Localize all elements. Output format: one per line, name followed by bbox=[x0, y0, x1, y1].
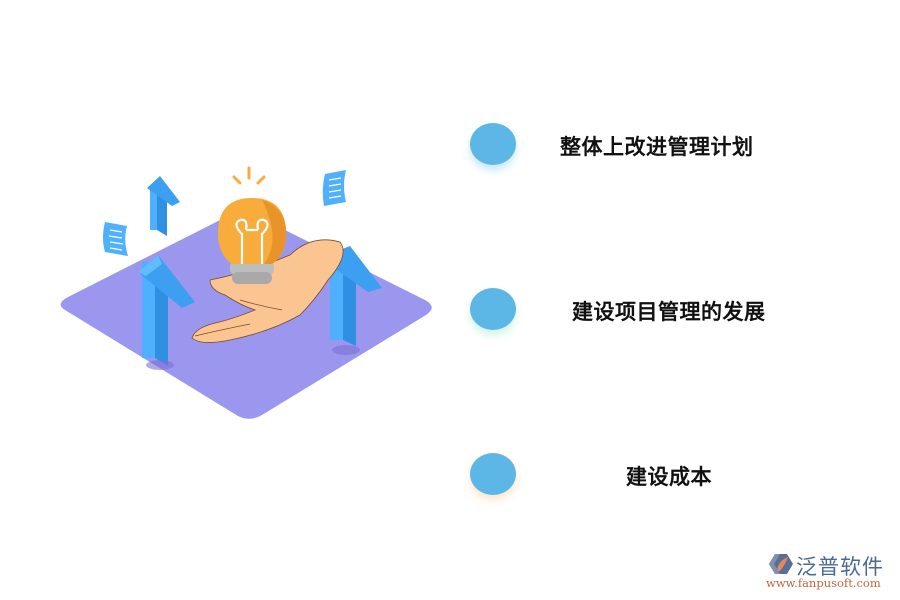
logo-url-text: www.fanpusoft.com bbox=[766, 576, 881, 590]
item-label: 建设项目管理的发展 bbox=[572, 300, 766, 324]
logo-brand-text: 泛普软件 bbox=[796, 555, 884, 579]
list-item: 建设成本 bbox=[468, 451, 868, 501]
lightbulb-icon bbox=[217, 198, 287, 284]
document-left-icon bbox=[103, 222, 128, 256]
bullet-circle-icon bbox=[470, 288, 516, 330]
list-item: 建设项目管理的发展 bbox=[468, 286, 868, 336]
item-label: 建设成本 bbox=[626, 465, 712, 489]
hand-icon bbox=[191, 239, 344, 343]
list-item: 整体上改进管理计划 bbox=[468, 121, 868, 171]
bullet-circle-icon bbox=[470, 123, 516, 165]
light-rays-icon bbox=[232, 166, 266, 185]
brand-logo: 泛普软件 www.fanpusoft.com bbox=[766, 551, 896, 591]
arrow-up-left-icon bbox=[138, 255, 195, 370]
idea-illustration bbox=[50, 160, 450, 430]
item-label: 整体上改进管理计划 bbox=[560, 135, 754, 159]
bullet-circle-icon bbox=[470, 453, 516, 495]
logo-mark-icon bbox=[769, 554, 793, 574]
document-right-icon bbox=[322, 170, 346, 206]
arrow-up-small-icon bbox=[147, 176, 180, 236]
